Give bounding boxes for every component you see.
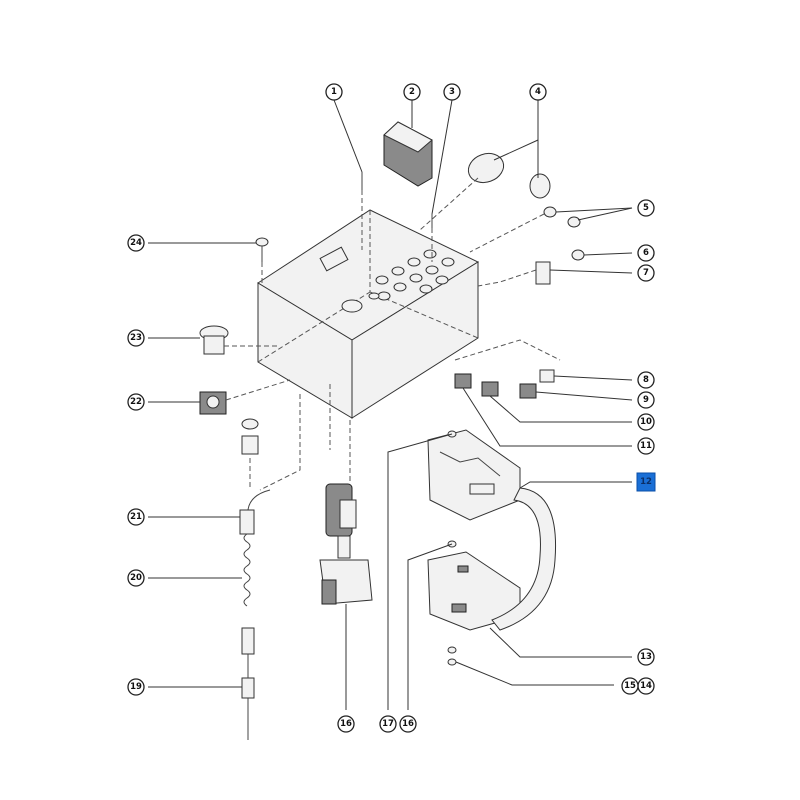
svg-text:19: 19 [130, 682, 142, 692]
control-box-side [351, 261, 479, 419]
svg-text:15: 15 [624, 681, 636, 691]
svg-text:16: 16 [340, 719, 352, 729]
svg-text:7: 7 [643, 268, 649, 278]
joystick-opening [341, 299, 363, 313]
label-window [319, 246, 349, 272]
coiled-cable [243, 533, 251, 607]
callout-9: 9 [637, 391, 655, 409]
indicator-lamps [469, 206, 581, 253]
cable-assembly [239, 489, 271, 740]
svg-text:14: 14 [640, 681, 652, 691]
svg-text:4: 4 [535, 87, 541, 97]
emergency-stop [199, 325, 280, 355]
cable-connector [241, 627, 255, 655]
callout-22: 22 [127, 393, 145, 411]
svg-text:20: 20 [130, 573, 142, 583]
svg-text:11: 11 [640, 441, 652, 451]
svg-text:22: 22 [130, 397, 142, 407]
svg-text:12: 12 [640, 477, 652, 487]
svg-text:5: 5 [643, 203, 649, 213]
screw-24 [255, 237, 269, 283]
nut [241, 418, 259, 430]
control-box [257, 209, 480, 419]
callout-14: 14 [637, 677, 655, 695]
callout-11: 11 [637, 437, 655, 455]
selector-switch [199, 379, 291, 415]
svg-text:2: 2 [409, 87, 415, 97]
callout-23: 23 [127, 329, 145, 347]
pcb-board-upper [427, 429, 521, 521]
callout-8: 8 [637, 371, 655, 389]
callout-15: 15 [621, 677, 639, 695]
svg-text:17: 17 [382, 719, 394, 729]
callout-6: 6 [637, 244, 655, 262]
svg-text:6: 6 [643, 248, 649, 258]
push-button-grid [368, 249, 455, 301]
leader-lines [148, 99, 633, 710]
callout-2: 2 [403, 83, 421, 101]
callout-20: 20 [127, 569, 145, 587]
joystick [319, 420, 373, 605]
bracket-7 [535, 261, 551, 285]
svg-text:3: 3 [449, 87, 455, 97]
cable-plug [241, 677, 255, 699]
svg-text:1: 1 [331, 87, 337, 97]
lamp-6 [571, 249, 585, 261]
callout-3: 3 [443, 83, 461, 101]
svg-text:10: 10 [640, 417, 652, 427]
callout-19: 19 [127, 678, 145, 696]
callout-17: 17 [379, 715, 397, 733]
terminal-blocks [454, 339, 561, 399]
connector-part [419, 152, 551, 231]
washer-14 [447, 658, 457, 666]
screw-15 [447, 646, 457, 654]
svg-text:8: 8 [643, 375, 649, 385]
callout-1: 1 [325, 83, 343, 101]
svg-text:16: 16 [402, 719, 414, 729]
svg-text:13: 13 [640, 652, 652, 662]
callout-16-joystick: 16 [337, 715, 355, 733]
svg-text:23: 23 [130, 333, 142, 343]
lid-part [383, 121, 433, 187]
callout-16-spacer: 16 [399, 715, 417, 733]
callout-21: 21 [127, 508, 145, 526]
callout-13: 13 [637, 648, 655, 666]
callout-7: 7 [637, 264, 655, 282]
board-frame [491, 487, 557, 631]
svg-text:9: 9 [643, 395, 649, 405]
svg-text:21: 21 [130, 512, 142, 522]
sleeve [241, 435, 259, 455]
callout-24: 24 [127, 234, 145, 252]
callout-12-highlighted: 12 [636, 472, 656, 492]
callout-5: 5 [637, 199, 655, 217]
callout-10: 10 [637, 413, 655, 431]
cable-gland [239, 509, 255, 535]
callout-4: 4 [529, 83, 547, 101]
svg-text:24: 24 [130, 238, 142, 248]
